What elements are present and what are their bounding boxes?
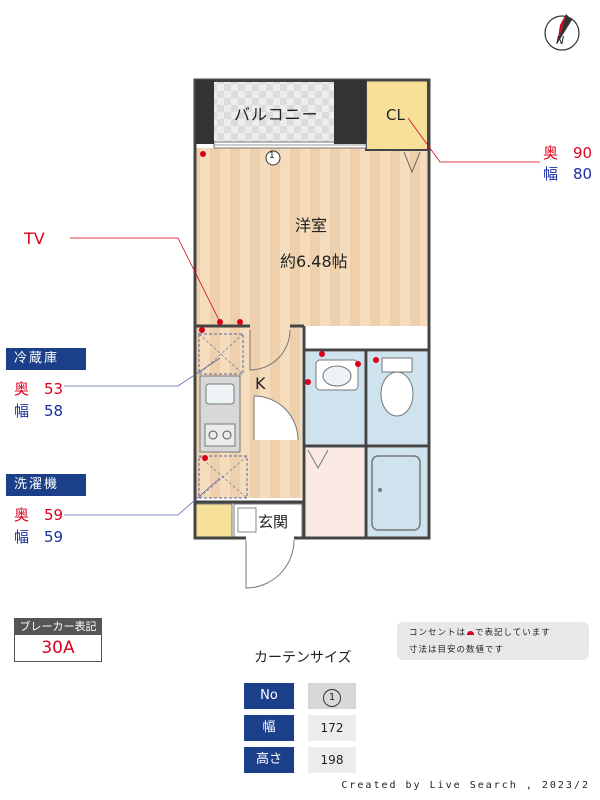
outlet-dot-icon bbox=[467, 630, 475, 635]
western-room-size: 約6.48帖 bbox=[280, 252, 348, 271]
window-number-marker bbox=[265, 150, 281, 166]
closet-label: CL bbox=[386, 106, 405, 124]
entrance-label: 玄関 bbox=[258, 513, 289, 531]
credit-text: Created by Live Search , 2023/2 bbox=[341, 780, 590, 791]
fridge-tag: 冷蔵庫 bbox=[6, 348, 86, 370]
washer-leader bbox=[64, 477, 221, 516]
sink-icon bbox=[205, 383, 235, 405]
breaker-value: 30A bbox=[15, 635, 101, 661]
breaker-title: ブレーカー表記 bbox=[15, 619, 101, 635]
balcony-label: バルコニー bbox=[234, 105, 319, 124]
western-room-floor bbox=[196, 148, 428, 326]
washer-tag: 洗濯機 bbox=[6, 474, 86, 496]
entrance-shoe-box bbox=[195, 503, 233, 539]
tv-leader bbox=[70, 237, 221, 323]
compass-icon bbox=[544, 14, 580, 51]
kitchen-label: K bbox=[255, 374, 266, 393]
closet-leader bbox=[407, 117, 540, 163]
outlet-note: コンセントはで表記しています 寸法は目安の数値です bbox=[397, 622, 589, 660]
curtain-title: カーテンサイズ bbox=[254, 650, 352, 666]
western-room-label: 洋室 bbox=[295, 216, 328, 235]
breaker-box: ブレーカー表記 30A bbox=[14, 618, 102, 662]
compass-label: N bbox=[556, 34, 565, 47]
window-number: 1 bbox=[269, 151, 275, 161]
bathtub-icon bbox=[371, 455, 421, 531]
stove-icon bbox=[204, 423, 236, 447]
fridge-leader bbox=[64, 357, 221, 387]
walls bbox=[193, 78, 431, 540]
tv-label: TV bbox=[24, 229, 45, 248]
fridge-space bbox=[198, 333, 244, 375]
toilet-icon bbox=[380, 371, 414, 417]
